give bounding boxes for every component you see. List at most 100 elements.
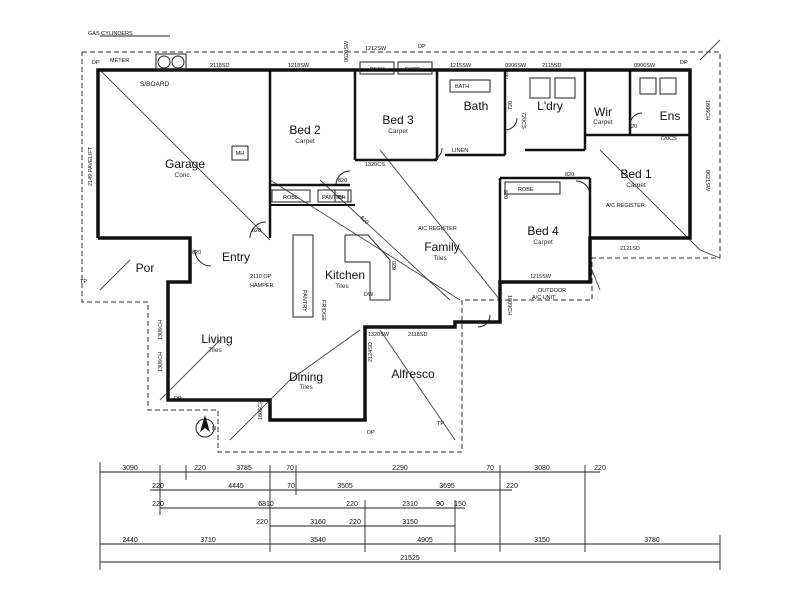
door-size-9: 720 [504, 71, 510, 80]
roof-outline [81, 39, 721, 453]
dim-r1-3: 3785 [236, 465, 252, 472]
label-pantry-side: PANTRY [301, 290, 307, 312]
window-w3: 1212SW [365, 46, 387, 52]
dim-r1-5: 2290 [392, 465, 408, 472]
room-bed2: Bed 2 [289, 123, 321, 137]
doors [194, 112, 643, 328]
window-w15: 2124SD [368, 342, 374, 362]
label-robe-bed4: ROBE [518, 187, 534, 193]
label-bh: BH [338, 195, 346, 201]
dim-r2-5: 3695 [439, 483, 455, 490]
dim-r5-5: 3150 [534, 537, 550, 544]
dim-r2-3: 70 [287, 483, 295, 490]
label-dp-1: DP [92, 60, 100, 66]
dim-r3-5: 90 [436, 501, 444, 508]
dim-r5-4: 4905 [417, 537, 433, 544]
label-outdoor-ac-unit: A/C UNIT [532, 295, 556, 301]
window-w14: 2118SD [408, 332, 427, 338]
window-w13: 1320SW [368, 332, 390, 338]
label-bath-fixture: BATH [455, 84, 469, 90]
label-dp-4: DP [367, 430, 375, 436]
label-gas-cylinders: GAS CYLINDERS [88, 31, 133, 37]
dim-r5-6: 3780 [644, 537, 660, 544]
label-fridge: FRIDGE [320, 300, 326, 321]
window-w22: 720CS [660, 136, 677, 142]
room-wir: Wir [594, 105, 612, 119]
room-bed1: Bed 1 [620, 167, 652, 181]
floor-living: Tiles [208, 347, 222, 354]
door-size-4: 820 [565, 172, 574, 178]
gas-cylinders [100, 35, 187, 71]
floor-family: Tiles [433, 255, 447, 262]
window-w8: 1806CH [704, 100, 710, 120]
floor-kitchen: Tiles [335, 283, 349, 290]
dim-r1-7: 3080 [534, 465, 550, 472]
dim-r4-2: 3160 [310, 519, 326, 526]
door-size-2: 820 [338, 178, 347, 184]
label-mh: MH [236, 151, 245, 157]
floor-bed4: Carpet [533, 239, 553, 246]
dim-r1-8: 220 [594, 465, 606, 472]
dim-r5-1: 2440 [122, 537, 138, 544]
dimension-lines [99, 462, 721, 570]
room-bed3: Bed 3 [382, 113, 414, 127]
label-tp-1: TP [80, 279, 87, 285]
floor-bed1: Carpet [626, 182, 646, 189]
dim-r2-6: 220 [506, 483, 518, 490]
dim-r3-3: 220 [346, 501, 358, 508]
room-garage: Garage [165, 157, 205, 171]
door-size-3: 820 [192, 250, 201, 256]
dim-r2-4: 3505 [337, 483, 353, 490]
floor-bed3: Carpet [388, 128, 408, 135]
door-sizes: 820 820 820 820 820 820 820 720 720 720 [192, 71, 637, 270]
dim-r4-1: 220 [256, 519, 268, 526]
door-size-10: 720 [628, 124, 637, 130]
window-w7: 0906SW [634, 63, 656, 69]
mh-box [231, 145, 249, 161]
label-pantry: PANTRY [322, 195, 344, 201]
window-w16: 1806CH [258, 400, 264, 420]
door-size-7: 820 [392, 261, 398, 270]
window-w18: 1306CH [158, 352, 164, 372]
window-w17: 1306CH [158, 320, 164, 340]
room-alfresco: Alfresco [391, 367, 435, 381]
room-ldry: L'dry [537, 99, 563, 113]
label-tp-2: TP [437, 421, 444, 427]
dim-r4-3: 220 [349, 519, 361, 526]
room-bath: Bath [464, 99, 489, 113]
dim-r1-1: 3090 [122, 465, 138, 472]
floor-dining: Tiles [299, 384, 313, 391]
floor-bed2: Carpet [295, 138, 315, 145]
window-w5: 0906SW [505, 63, 527, 69]
dim-r3-6: 150 [454, 501, 466, 508]
window-w20: 0620SW [344, 40, 350, 62]
label-robe-bed2: ROBE [283, 195, 299, 201]
north-arrow: N [195, 415, 216, 438]
north-label: N [212, 426, 216, 432]
room-labels: Garage Conc. Bed 2 Carpet Bed 3 Carpet B… [136, 99, 681, 391]
label-linen: LINEN [452, 148, 468, 154]
label-paving: 2149 PAVELIFT [88, 146, 94, 186]
room-living: Living [201, 332, 232, 346]
fixture-labels: GAS CYLINDERS METER S/BOARD MH ROBE DESK… [80, 31, 688, 436]
dim-r3-4: 2310 [402, 501, 418, 508]
label-dw: DW [364, 292, 374, 298]
door-size-1: 820 [252, 228, 261, 234]
dim-total: 21525 [400, 555, 420, 562]
window-w23: 1320CS [365, 162, 385, 168]
window-w19: 2110 OP [250, 274, 272, 280]
floor-garage: Conc. [175, 172, 192, 179]
window-w2: 1218SW [288, 63, 310, 69]
room-ens: Ens [660, 109, 681, 123]
dim-r4-4: 3150 [402, 519, 418, 526]
dim-r2-1: 220 [152, 483, 164, 490]
window-w6: 2115SD [542, 63, 561, 69]
dim-r2-2: 4445 [228, 483, 244, 490]
external-walls [96, 68, 692, 422]
window-w10: 2121SD [620, 246, 640, 252]
dimension-values: 3090 220 3785 70 2290 70 3080 220 220 44… [122, 465, 660, 562]
dim-r5-3: 3540 [310, 537, 326, 544]
room-dining: Dining [289, 370, 323, 384]
window-w11: 1215SW [530, 274, 552, 280]
